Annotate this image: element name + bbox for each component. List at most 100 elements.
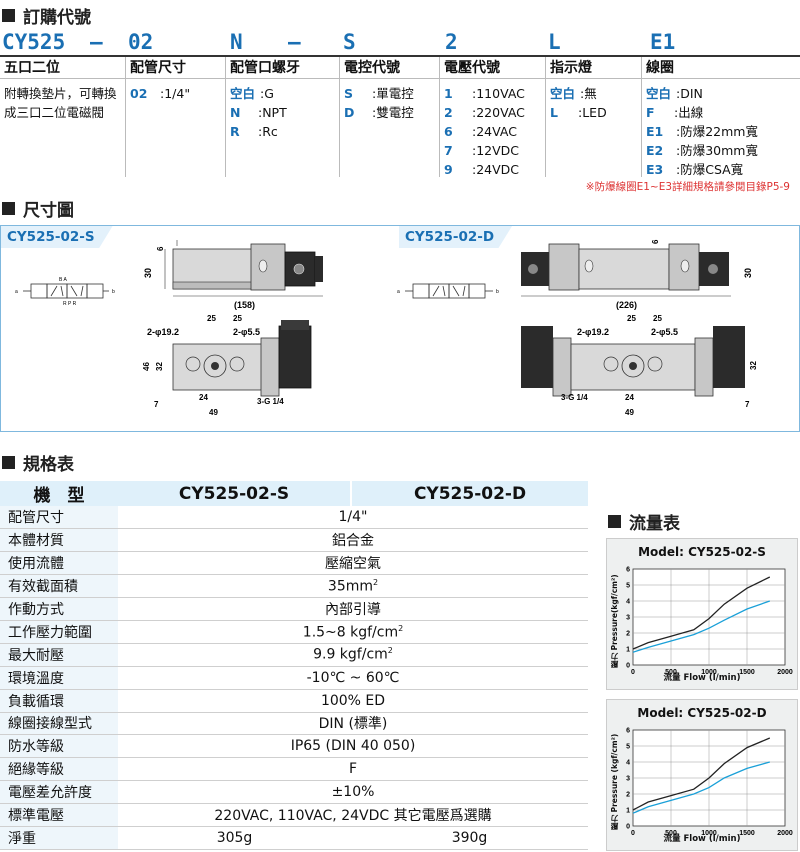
spec-value: IP65 (DIN 40 050) [118, 734, 588, 759]
spec-row: 環境溫度 -10℃ ~ 60℃ [0, 666, 588, 690]
order-column-header: 配管口螺牙 [226, 57, 339, 79]
spec-header-row: 機 型 CY525-02-S CY525-02-D [0, 481, 588, 506]
spec-value: F [118, 757, 588, 782]
option-key: 02 [130, 86, 148, 101]
spec-label: 絕緣等級 [0, 757, 118, 782]
spec-label: 工作壓力範圍 [0, 620, 118, 644]
option-key: 2 [444, 105, 453, 120]
dim-w2-double: 49 [625, 408, 634, 417]
option-value: :無 [580, 86, 597, 101]
order-option: F:出線 [646, 103, 800, 122]
code-part-voltage: 2 [445, 30, 458, 54]
spec-weight-d: 390g [351, 826, 588, 850]
order-option: E2:防爆30mm寬 [646, 141, 800, 160]
spec-value: 1/4" [118, 506, 588, 530]
dim-base-single: 7 [154, 400, 159, 409]
spec-label: 有效截面積 [0, 574, 118, 599]
option-value: :單電控 [372, 86, 414, 101]
option-value: :DIN [676, 86, 703, 101]
spec-row: 電壓差允許度±10% [0, 780, 588, 805]
option-key: E2 [646, 143, 664, 158]
y-tick-label: 6 [626, 567, 630, 574]
dim-pitch-a-single: 25 [207, 314, 216, 323]
option-key: D [344, 105, 355, 120]
code-part-dash: — [90, 30, 103, 54]
order-column: 五口二位附轉換墊片，可轉換成三口二位電磁閥 [0, 57, 126, 177]
spec-row: 使用流體壓縮空氣 [0, 551, 588, 576]
option-key: 空白 [230, 86, 256, 101]
dim-thread-single: 3-G 1/4 [257, 397, 284, 406]
x-tick-label: 500 [665, 669, 677, 676]
dim-mount-double: 2-φ5.5 [651, 327, 678, 337]
x-tick-label: 1000 [701, 669, 717, 676]
option-value: :110VAC [472, 86, 525, 101]
order-option: 2:220VAC [444, 103, 545, 122]
x-tick-label: 2000 [777, 669, 793, 676]
option-key: 7 [444, 143, 453, 158]
spec-value: 9.9 kgf/cm2 [118, 643, 588, 667]
y-tick-label: 6 [626, 728, 630, 735]
section-square-icon [608, 515, 621, 528]
dim-w2-single: 49 [209, 408, 218, 417]
coil-note: ※防爆線圈E1~E3詳細規格請參閱目錄P5-9 [585, 181, 790, 193]
dim-mount-single: 2-φ5.5 [233, 327, 260, 337]
spec-label: 使用流體 [0, 551, 118, 576]
option-key: F [646, 105, 655, 120]
section-square-icon [2, 202, 15, 215]
order-option: E3:防爆CSA寬 [646, 160, 800, 179]
dimension-section-title: 尺寸圖 [2, 196, 74, 221]
flow-chart-double: Model: CY525-02-D 壓力 Pressure (kgf/cm²) … [606, 699, 798, 851]
spec-value-text: 220VAC, 110VAC, 24VDC 其它電壓爲選購 [214, 808, 492, 825]
dim-tag-single: CY525-02-S [1, 226, 113, 248]
spec-value-text: 100% ED [320, 692, 386, 709]
y-tick-label: 2 [626, 631, 630, 638]
order-column-header: 配管尺寸 [126, 57, 225, 79]
x-tick-label: 1500 [739, 830, 755, 837]
spec-value: 壓縮空氣 [118, 551, 588, 576]
spec-value: 100% ED [118, 689, 588, 713]
y-tick-label: 2 [626, 792, 630, 799]
spec-value-text: 35mm [327, 578, 373, 595]
chart-title: Model: CY525-02-S [638, 545, 766, 559]
spec-value-text: -10℃ ~ 60℃ [306, 669, 400, 686]
spec-label: 淨重 [0, 826, 118, 850]
section-square-icon [2, 456, 15, 469]
code-part-dash2: — [288, 30, 301, 54]
order-column-header: 指示燈 [546, 57, 641, 79]
option-key: 9 [444, 162, 453, 177]
order-option: S:單電控 [344, 84, 439, 103]
option-value: :12VDC [472, 143, 520, 158]
series-line [632, 737, 771, 811]
y-tick-label: 1 [626, 647, 630, 654]
dim-tag-double: CY525-02-D [399, 226, 513, 248]
option-key: L [550, 105, 558, 120]
ordering-table: 五口二位附轉換墊片，可轉換成三口二位電磁閥配管尺寸 02 :1/4" 配管口螺牙空白:… [0, 55, 800, 177]
spec-section-title: 規格表 [2, 450, 74, 475]
spec-value-text: 內部引導 [325, 602, 381, 618]
option-value: :雙電控 [372, 105, 414, 120]
spec-value: 內部引導 [118, 597, 588, 621]
svg-text:R P R: R P R [63, 301, 77, 307]
x-tick-label: 0 [631, 830, 635, 837]
order-column-header: 線圈 [642, 57, 800, 79]
dim-h2-single: 32 [155, 362, 164, 371]
option-key: 空白 [646, 86, 672, 101]
spec-label: 環境溫度 [0, 666, 118, 690]
spec-label: 配管尺寸 [0, 506, 118, 530]
order-option: 7 :12VDC [444, 141, 545, 160]
spec-value: 35mm2 [118, 574, 588, 599]
code-part-indicator: L [548, 30, 561, 54]
order-column: 配管尺寸 02 :1/4" [126, 57, 226, 177]
order-column-header: 五口二位 [0, 57, 125, 79]
dim-h1-single: 46 [142, 362, 151, 371]
dim-pitch-a-double: 25 [627, 314, 636, 323]
order-option: 6:24VAC [444, 122, 545, 141]
flow-section-title: 流量表 [608, 509, 680, 534]
order-option: 空白:無 [550, 84, 641, 103]
svg-text:B A: B A [59, 277, 67, 283]
option-value: :1/4" [160, 86, 191, 101]
